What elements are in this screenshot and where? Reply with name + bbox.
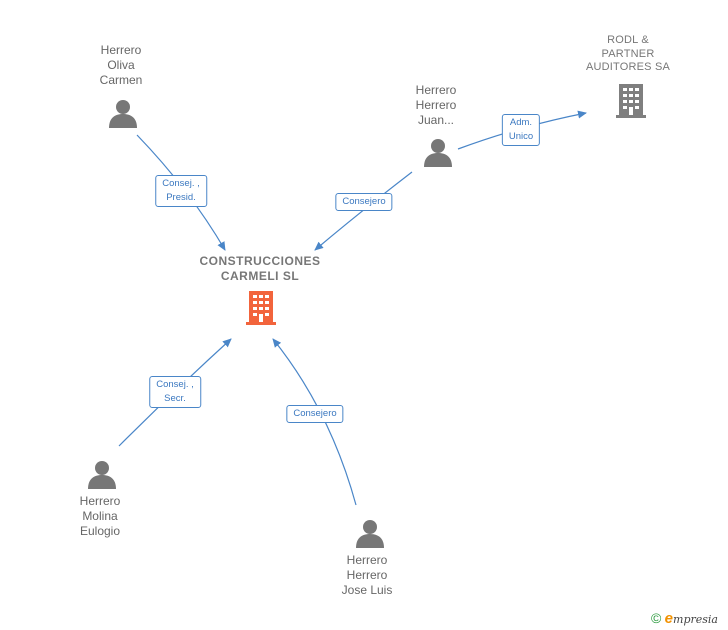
- node-label-molina[interactable]: Herrero Molina Eulogio: [80, 494, 121, 539]
- node-label-line: Jose Luis: [341, 583, 393, 597]
- node-label-line: Juan...: [417, 113, 455, 127]
- node-label-rodl[interactable]: RODL & PARTNER AUDITORES SA: [586, 34, 670, 75]
- edge-label-line: Unico: [508, 131, 534, 142]
- node-label-main-company[interactable]: CONSTRUCCIONES CARMELI SL: [199, 254, 320, 284]
- node-label-line: Herrero: [100, 43, 142, 57]
- edge-label-juan-main[interactable]: Consejero: [335, 193, 393, 211]
- building-icon[interactable]: [245, 290, 277, 326]
- person-icon[interactable]: [87, 459, 117, 489]
- node-label-joseluis[interactable]: Herrero Herrero Jose Luis: [342, 553, 393, 598]
- node-label-line: CARMELI SL: [220, 269, 300, 283]
- person-icon[interactable]: [423, 137, 453, 167]
- node-label-line: Herrero: [346, 568, 388, 582]
- edge-label-joseluis-main[interactable]: Consejero: [286, 405, 344, 423]
- node-label-line: Herrero: [415, 83, 457, 97]
- node-label-line: Herrero: [79, 494, 121, 508]
- edge-label-molina-main[interactable]: Consej. , Secr.: [149, 376, 201, 408]
- edge-label-line: Consejero: [293, 408, 337, 419]
- brand-e: e: [664, 610, 674, 627]
- node-label-line: Eulogio: [79, 524, 121, 538]
- brand-text: mpresia: [673, 613, 718, 626]
- node-label-oliva[interactable]: Herrero Oliva Carmen: [100, 43, 143, 88]
- edge-label-line: Consejero: [342, 196, 386, 207]
- edge-label-line: Consej. ,: [156, 379, 194, 390]
- node-label-juan[interactable]: Herrero Herrero Juan...: [416, 83, 457, 128]
- node-label-line: Carmen: [99, 73, 143, 87]
- person-icon[interactable]: [355, 518, 385, 548]
- edge-label-line: Adm.: [509, 117, 533, 128]
- node-label-line: PARTNER: [601, 47, 655, 60]
- edge-label-line: Secr.: [164, 393, 186, 404]
- node-label-line: Herrero: [346, 553, 388, 567]
- edge-juan-to-main: [314, 171, 413, 251]
- node-label-line: CONSTRUCCIONES: [199, 254, 321, 268]
- edge-label-line: Consej. ,: [162, 178, 200, 189]
- node-label-line: Herrero: [415, 98, 457, 112]
- node-label-line: Molina: [82, 509, 118, 523]
- node-label-line: RODL &: [607, 34, 649, 46]
- node-label-line: Oliva: [107, 58, 135, 72]
- person-icon[interactable]: [108, 98, 138, 128]
- edge-label-juan-rodl[interactable]: Adm. Unico: [501, 114, 541, 146]
- edge-label-oliva-main[interactable]: Consej. , Presid.: [155, 175, 207, 207]
- edge-label-line: Presid.: [166, 192, 196, 203]
- copyright-icon: ©: [651, 610, 662, 626]
- building-icon[interactable]: [615, 83, 647, 119]
- node-label-line: AUDITORES SA: [585, 61, 671, 73]
- empresia-logo: © empresia: [651, 610, 718, 627]
